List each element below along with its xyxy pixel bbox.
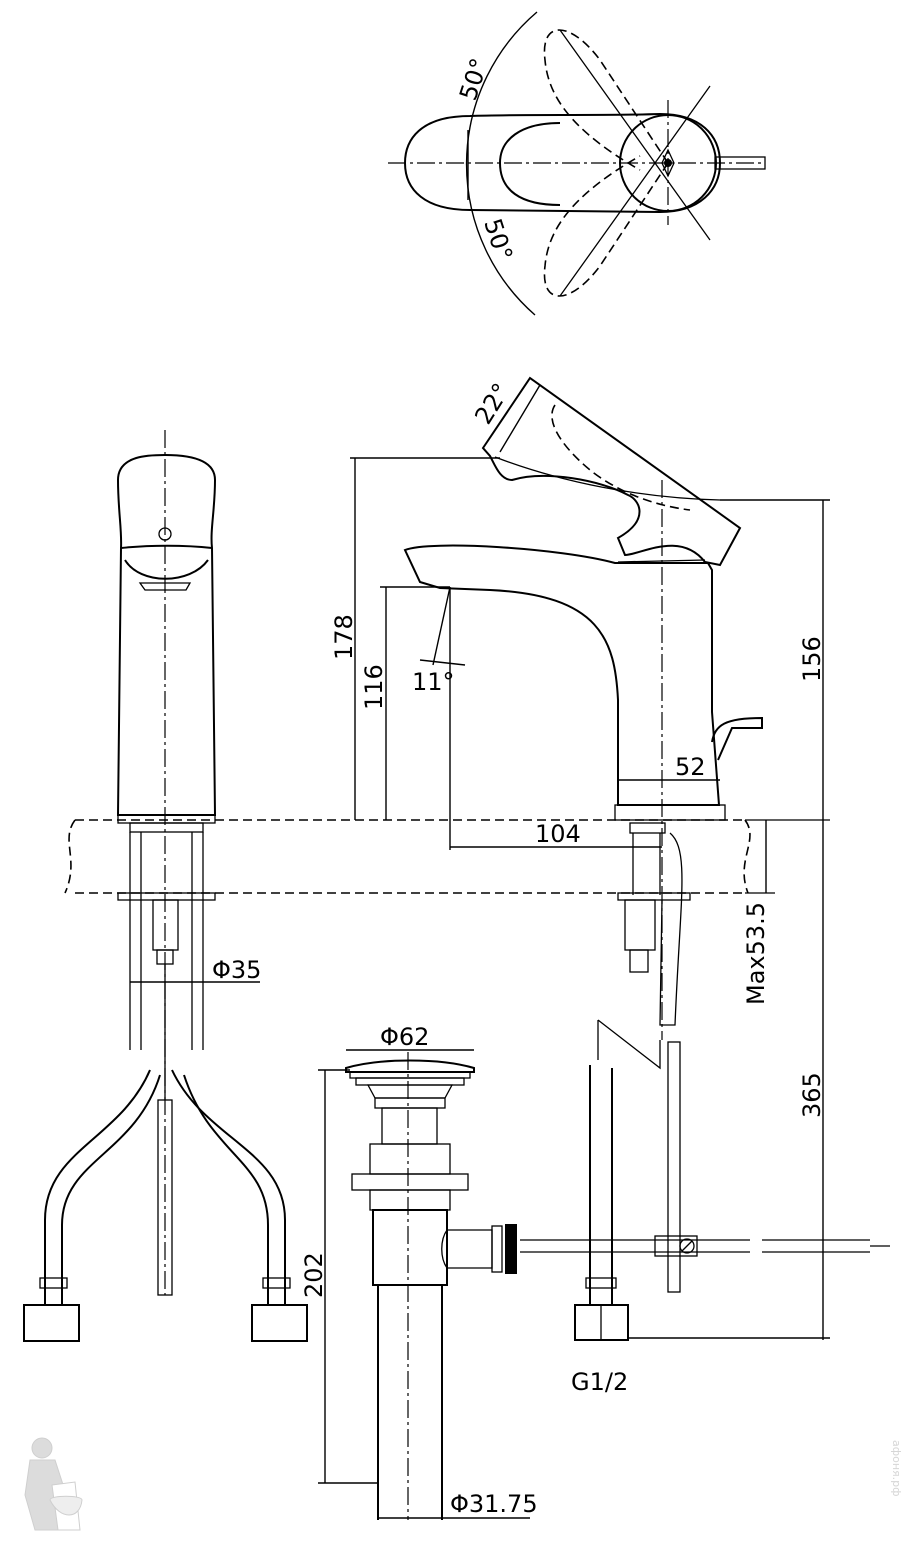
pop-up-waste: Φ62 202 Φ31.75 xyxy=(300,1023,538,1520)
top-view: 50° 50° xyxy=(388,11,766,316)
deck xyxy=(64,819,830,894)
lever-tilt-label: 22° xyxy=(469,378,515,429)
side-view: G1/2 xyxy=(403,376,890,1396)
base-offset-label: 52 xyxy=(675,753,706,781)
thread-label: G1/2 xyxy=(571,1368,628,1396)
top-angle-right-label: 50° xyxy=(478,215,518,264)
spout-reach-label: 104 xyxy=(535,820,581,848)
waste-length-label: 202 xyxy=(300,1252,328,1298)
plumber-logo xyxy=(24,1437,83,1531)
deck-thickness-label: Max53.5 xyxy=(742,902,770,1005)
hose-length-label: 365 xyxy=(798,1072,826,1118)
spout-angle-label: 11° xyxy=(412,668,455,696)
plug-diameter-label: Φ62 xyxy=(380,1023,429,1051)
spout-height-label: 116 xyxy=(360,664,388,710)
top-angle-left-label: 50° xyxy=(454,55,494,104)
lever-height-label: 156 xyxy=(798,636,826,682)
total-height-label: 178 xyxy=(330,614,358,660)
watermark: афоня.рф xyxy=(890,1440,903,1497)
shank-diameter-label: Φ35 xyxy=(212,956,261,984)
tail-diameter-label: Φ31.75 xyxy=(450,1490,538,1518)
side-dimensions: 178 116 11° 104 52 156 365 Max53.5 22° xyxy=(330,378,830,1340)
front-view: Φ35 xyxy=(23,430,308,1342)
